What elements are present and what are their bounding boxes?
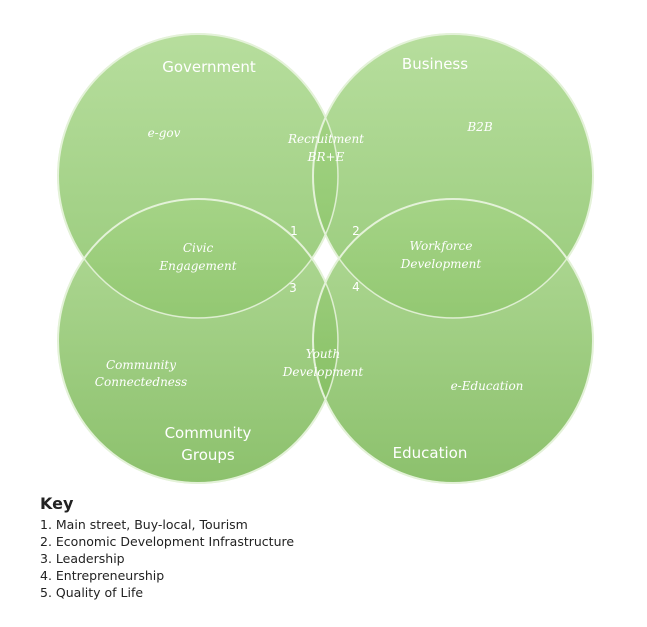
region-b2b: B2B [466,120,492,134]
key-list: 1. Main street, Buy-local, Tourism 2. Ec… [40,516,294,601]
set-title-community-line2: Groups [181,446,235,464]
region-civic-line1: Civic [183,241,214,255]
region-civic-line2: Engagement [158,259,236,273]
key-item-3: 3. Leadership [40,551,125,566]
region-community-connectedness-line2: Connectedness [95,375,187,389]
set-title-business: Business [402,55,468,73]
key-item-1: 1. Main street, Buy-local, Tourism [40,517,248,532]
set-title-education: Education [393,444,468,462]
key-title: Key [40,494,74,513]
key-item-4: 4. Entrepreneurship [40,568,165,583]
region-recruitment-line2: BR+E [307,150,345,164]
region-community-connectedness-line1: Community [106,358,176,372]
key-item-2: 2. Economic Development Infrastructure [40,534,295,549]
overlap-number-2: 2 [352,224,360,238]
overlap-number-5: 5 [322,252,330,266]
region-youth-line2: Development [282,365,364,379]
overlap-number-3: 3 [289,281,297,295]
region-workforce-line1: Workforce [410,239,473,253]
set-title-community-line1: Community [165,424,252,442]
set-title-government: Government [162,58,256,76]
overlap-number-4: 4 [352,280,360,294]
region-recruitment-line1: Recruitment [287,132,364,146]
key-legend: Key 1. Main street, Buy-local, Tourism 2… [40,494,294,601]
region-youth-line1: Youth [306,347,340,361]
region-egov: e-gov [148,126,181,140]
venn-diagram: Government Business Community Groups Edu… [57,33,594,484]
key-item-5: 5. Quality of Life [40,585,144,600]
region-workforce-line2: Development [400,257,482,271]
overlap-number-1: 1 [290,224,298,238]
region-eeducation: e-Education [451,379,524,393]
